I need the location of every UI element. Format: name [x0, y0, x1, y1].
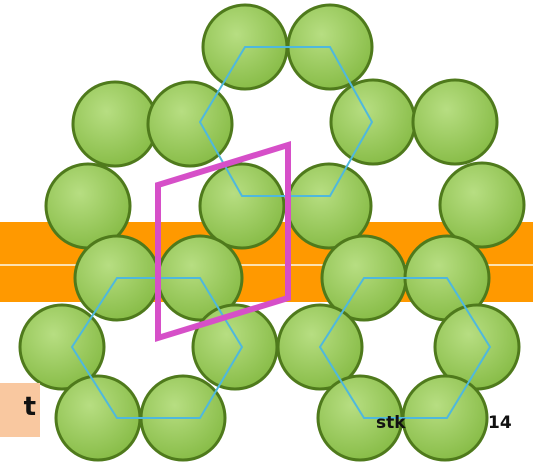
page-number: 14 — [488, 412, 512, 434]
sphere-6 — [413, 80, 497, 164]
left-label: t — [0, 392, 40, 422]
sphere-10 — [440, 163, 524, 247]
footer-author: stk — [376, 412, 406, 434]
sphere-3 — [73, 82, 157, 166]
sphere-8 — [200, 164, 284, 248]
sphere-16 — [193, 305, 277, 389]
sphere-4 — [148, 82, 232, 166]
